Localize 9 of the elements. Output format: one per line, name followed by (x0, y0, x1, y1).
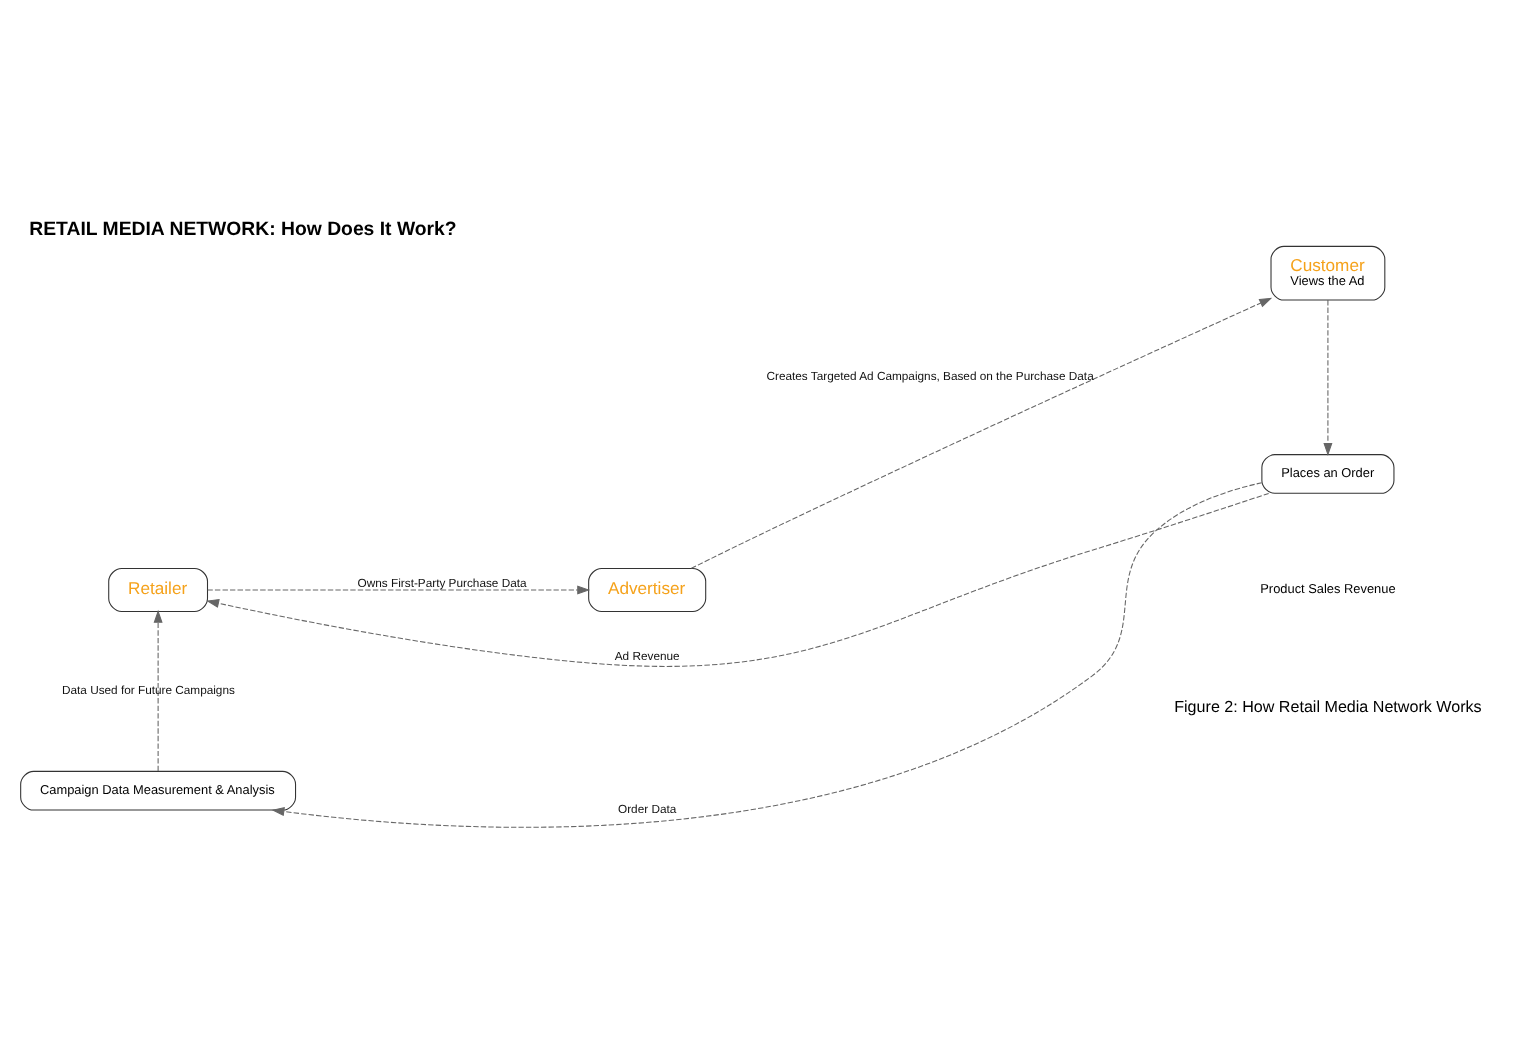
arrow (690, 296, 1273, 568)
arrow (1323, 298, 1333, 455)
arrow (207, 584, 591, 594)
arrow (271, 481, 1263, 827)
arrow (206, 491, 1270, 666)
node-box: Retailer (108, 566, 209, 611)
arrow (153, 608, 163, 771)
node-box: Advertiser (588, 566, 707, 611)
diagram-title: RETAIL MEDIA NETWORK: How Does It Work? (29, 217, 457, 240)
